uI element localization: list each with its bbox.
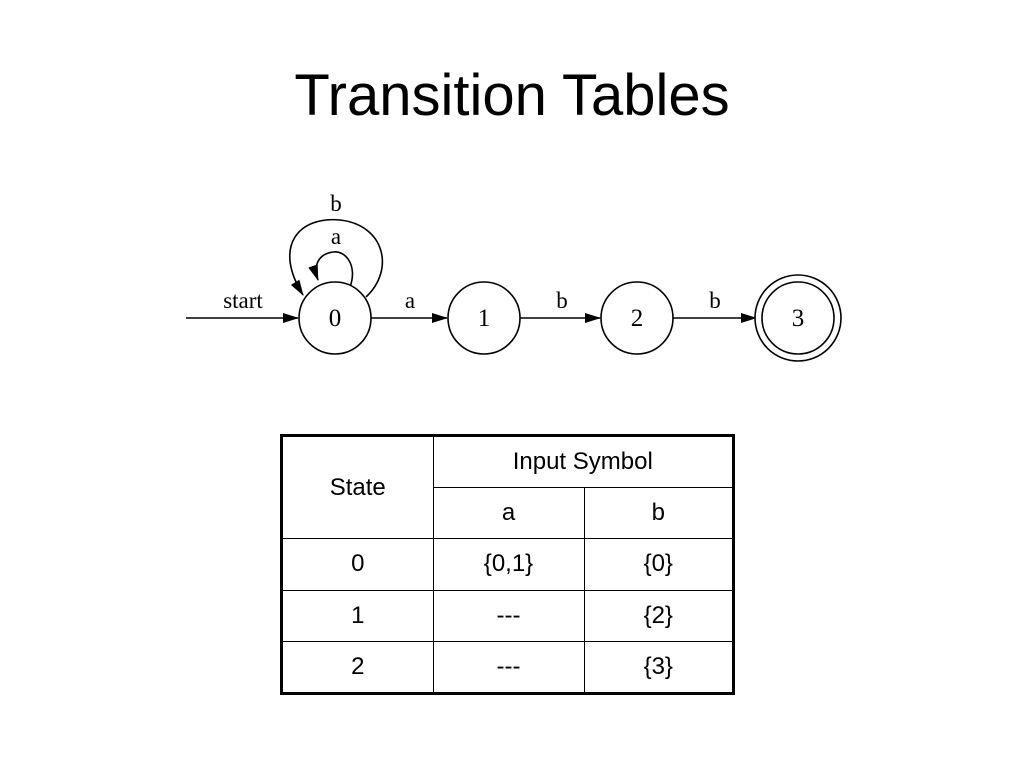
input-symbol-header: Input Symbol [432,437,733,488]
state-2-circle [600,281,674,355]
table-row: 2 --- {3} [283,641,733,692]
self-loop-b-label: b [330,191,342,216]
transition-2-3: b [673,288,757,323]
transition-1-2-label: b [556,288,568,313]
row-state-cell: 2 [283,641,434,692]
self-loop-a: a [308,224,354,288]
start-transition: start [186,288,299,323]
state-3-inner-circle [761,281,835,355]
table-header-row: State Input Symbol [283,437,733,540]
table-row: 0 {0,1} {0} [283,538,733,591]
transition-table: State Input Symbol a b 0 {0,1} {0} 1 ---… [283,437,733,692]
state-0: 0 [298,281,372,355]
row-a-cell: {0,1} [432,538,585,591]
state-3-label: 3 [792,305,805,332]
self-loop-b: b [289,191,384,298]
state-1-label: 1 [478,305,491,332]
row-state-cell: 1 [283,589,434,643]
transition-1-2: b [520,288,601,323]
symbol-header-b: b [583,486,733,540]
row-b-cell: {3} [583,641,733,692]
state-0-label: 0 [329,305,342,332]
transition-table-frame: State Input Symbol a b 0 {0,1} {0} 1 ---… [280,434,735,695]
row-a-cell: --- [432,641,585,692]
row-a-cell: --- [432,589,585,643]
row-state-cell: 0 [283,538,434,591]
state-1-circle [447,281,521,355]
symbol-header-a: a [433,486,585,540]
state-0-circle [298,281,372,355]
transition-0-1: a [371,288,448,323]
slide-title: Transition Tables [294,63,730,128]
row-b-cell: {2} [583,589,733,643]
state-column-header: State [283,437,434,540]
self-loop-a-label: a [331,224,341,249]
row-b-cell: {0} [583,538,733,591]
start-label: start [223,288,263,313]
self-loop-b-arc [289,218,384,298]
transition-2-3-label: b [709,288,721,313]
state-1: 1 [447,281,521,355]
table-row: 1 --- {2} [283,589,733,643]
state-2: 2 [600,281,674,355]
transition-0-1-label: a [405,288,415,313]
state-2-label: 2 [631,305,644,332]
state-3-accepting: 3 [754,274,842,362]
nfa-diagram: start b a a b b 0 1 2 3 [186,191,842,362]
self-loop-a-arc [308,251,354,288]
